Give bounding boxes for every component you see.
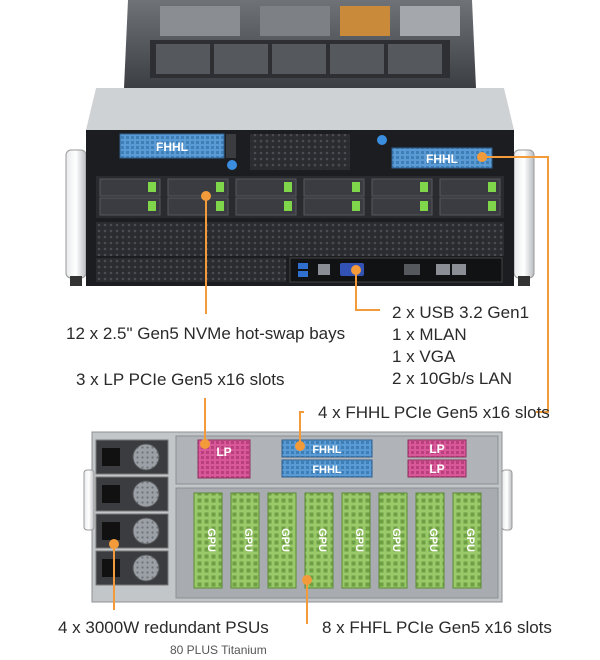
gpu-badge: GPU <box>316 528 328 552</box>
fhhl-badge: FHHL <box>312 444 342 456</box>
callout-dots <box>109 152 487 585</box>
psu-stack <box>95 439 169 586</box>
gpu-slot <box>341 492 371 589</box>
usb-port-icon[interactable] <box>298 263 308 269</box>
callout-lines <box>113 156 549 624</box>
rear-right-handle[interactable] <box>501 469 513 531</box>
lan-port-icon[interactable] <box>436 264 450 275</box>
lp-slot <box>407 439 467 458</box>
drive-bay[interactable] <box>99 178 161 197</box>
callout-line-fhhl-rear <box>299 411 304 446</box>
lan-port-icon[interactable] <box>452 264 466 275</box>
front-bottom-vent <box>96 258 286 282</box>
release-button-icon[interactable] <box>377 135 387 145</box>
drive-bay[interactable] <box>167 178 229 197</box>
callout-psus: 4 x 3000W redundant PSUs <box>58 618 269 637</box>
gpu-badge: GPU <box>390 528 402 552</box>
callout-psu-rating: 80 PLUS Titanium <box>170 643 267 657</box>
front-view <box>65 0 535 286</box>
release-button-icon[interactable] <box>227 160 237 170</box>
drive-bay[interactable] <box>303 197 365 216</box>
io-usb-label: 2 x USB 3.2 Gen1 <box>392 303 530 322</box>
gpu-badge: GPU <box>464 528 476 552</box>
callout-lp-slots: 3 x LP PCIe Gen5 x16 slots <box>76 370 285 389</box>
fhhl-badge: FHHL <box>426 152 458 166</box>
fhhl-slot <box>281 459 373 478</box>
lp-badge: LP <box>216 445 231 459</box>
callout-fhfl-slots: 8 x FHFL PCIe Gen5 x16 slots <box>322 618 552 637</box>
gpu-slot <box>267 492 297 589</box>
front-vent <box>250 134 350 170</box>
gpu-badge: GPU <box>279 528 291 552</box>
gpu-slot <box>452 492 482 589</box>
drive-latch-icons <box>148 182 496 211</box>
io-mlan-label: 1 x MLAN <box>392 325 467 344</box>
gpu-badge: GPU <box>353 528 365 552</box>
callout-nvme-bays: 12 x 2.5" Gen5 NVMe hot-swap bays <box>66 324 346 343</box>
gpu-slot <box>378 492 408 589</box>
gpu-slots <box>193 492 482 589</box>
fhhl-badge: FHHL <box>156 140 188 154</box>
mlan-port-icon[interactable] <box>318 264 330 275</box>
gpu-slot <box>230 492 260 589</box>
drive-bay[interactable] <box>235 178 297 197</box>
drive-bay[interactable] <box>371 197 433 216</box>
front-lower-vent <box>96 222 504 256</box>
gpu-badge: GPU <box>205 528 217 552</box>
gpu-slot <box>193 492 223 589</box>
gpu-bay <box>175 487 499 599</box>
callout-io-ports: 2 x USB 3.2 Gen1 1 x MLAN 1 x VGA 2 x 10… <box>392 302 529 390</box>
left-handle[interactable] <box>65 149 87 279</box>
fhhl-badge: FHHL <box>312 464 342 476</box>
drive-bay[interactable] <box>167 197 229 216</box>
lp-badge: LP <box>429 462 444 476</box>
usb-port-icon[interactable] <box>298 271 308 277</box>
right-handle[interactable] <box>513 149 535 279</box>
drive-bay[interactable] <box>303 178 365 197</box>
callout-fhhl-slots: 4 x FHHL PCIe Gen5 x16 slots <box>318 403 550 422</box>
drive-bay[interactable] <box>99 197 161 216</box>
io-lan-label: 2 x 10Gb/s LAN <box>392 369 513 388</box>
power-socket-icons <box>102 448 120 577</box>
drive-bay[interactable] <box>235 197 297 216</box>
drive-bays <box>96 176 504 218</box>
gpu-slot <box>304 492 334 589</box>
gpu-badge: GPU <box>242 528 254 552</box>
lp-slot <box>407 459 467 478</box>
gpu-badge: GPU <box>427 528 439 552</box>
chassis-lid <box>86 88 514 130</box>
status-leds <box>404 264 420 275</box>
rear-left-handle[interactable] <box>83 469 95 531</box>
drive-bay[interactable] <box>439 178 501 197</box>
psu-fan-icons <box>132 443 160 582</box>
gpu-slot <box>415 492 445 589</box>
lp-badge: LP <box>429 442 444 456</box>
callout-line-fhhl-front <box>482 156 549 413</box>
rear-view <box>83 431 513 603</box>
front-fhhl-slot-left <box>119 133 225 159</box>
drive-bay[interactable] <box>439 197 501 216</box>
callout-line-io <box>355 270 380 311</box>
drive-bay[interactable] <box>371 178 433 197</box>
io-vga-label: 1 x VGA <box>392 347 456 366</box>
fan-array <box>150 6 460 78</box>
